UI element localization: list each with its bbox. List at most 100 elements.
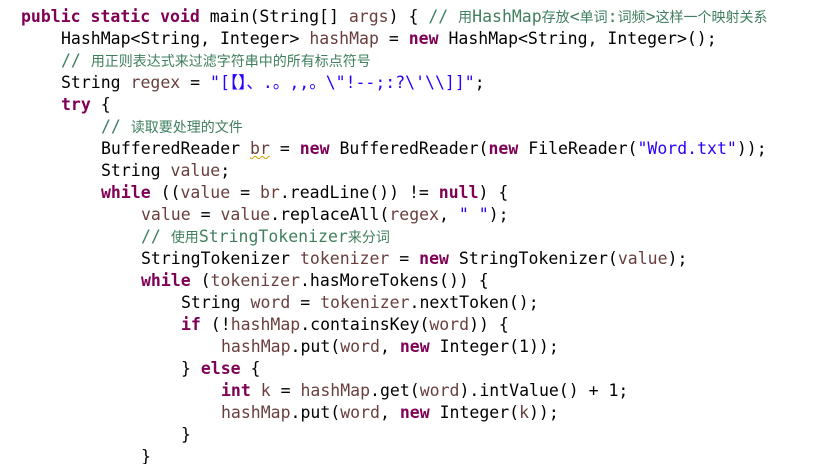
- code-text: .containsKey(: [300, 315, 430, 334]
- code-text: )) {: [469, 315, 509, 334]
- code-text: FileReader(: [518, 139, 638, 158]
- identifier: hashMap: [221, 403, 291, 422]
- code-text: }: [141, 447, 151, 464]
- code-text: HashMap<String, Integer>: [61, 29, 310, 48]
- code-comment: // 读取要处理的文件: [101, 117, 243, 136]
- identifier: br: [259, 183, 280, 202]
- code-text: ) {: [388, 7, 429, 26]
- code-comment: // 使用StringTokenizer来分词: [141, 227, 390, 246]
- identifier: value: [180, 183, 231, 202]
- code-text: =: [290, 293, 321, 312]
- identifier: word: [419, 381, 460, 400]
- string-literal: "Word.txt": [637, 139, 737, 158]
- code-text: ((: [150, 183, 181, 202]
- code-text: =: [180, 73, 211, 92]
- code-text: {: [90, 95, 111, 114]
- code-comment: // 用HashMap存放<单词:词频>这样一个映射关系: [428, 7, 768, 26]
- keyword-token: new: [488, 139, 519, 158]
- keyword-token: new: [408, 29, 439, 48]
- identifier: value: [220, 205, 271, 224]
- keyword-token: while: [101, 183, 151, 202]
- code-line[interactable]: String regex = "[【】、.。,,。\"!--;:?\'\\]]"…: [61, 72, 485, 94]
- code-text: );: [488, 205, 509, 224]
- code-line[interactable]: String word = tokenizer.nextToken();: [181, 292, 539, 314]
- code-line[interactable]: BufferedReader br = new BufferedReader(n…: [101, 138, 767, 160]
- code-text: .hasMoreTokens()) {: [299, 271, 489, 290]
- identifier: word: [429, 315, 470, 334]
- code-text: String: [61, 73, 131, 92]
- identifier-warning: br: [250, 139, 270, 158]
- identifier: k: [519, 403, 529, 422]
- code-comment: // 用正则表达式来过滤字符串中的所有标点符号: [61, 51, 371, 70]
- identifier: args: [348, 7, 389, 26]
- code-line[interactable]: if (!hashMap.containsKey(word)) {: [181, 314, 509, 336]
- code-text: ;: [474, 73, 485, 92]
- code-text: main(String[]: [199, 7, 349, 26]
- code-text: ,: [439, 205, 459, 224]
- keyword-token: else: [200, 359, 241, 378]
- keyword-token: new: [399, 403, 430, 422]
- code-line[interactable]: hashMap.put(word, new Integer(1));: [221, 336, 559, 358]
- code-line[interactable]: } else {: [181, 358, 261, 380]
- keyword-token: if: [181, 315, 201, 334]
- code-text: ,: [379, 403, 400, 422]
- code-text: ) {: [478, 183, 509, 202]
- code-text: (!: [200, 315, 231, 334]
- identifier: hashMap: [309, 29, 379, 48]
- code-text: .replaceAll(: [270, 205, 390, 224]
- code-text: StringTokenizer: [141, 249, 300, 268]
- code-text: ,: [379, 337, 400, 356]
- code-text: [251, 381, 261, 400]
- code-line[interactable]: value = value.replaceAll(regex, " ");: [141, 204, 509, 226]
- code-text: }: [181, 359, 201, 378]
- code-text: Integer(: [429, 403, 520, 422]
- code-line[interactable]: HashMap<String, Integer> hashMap = new H…: [61, 28, 717, 50]
- identifier: hashMap: [230, 315, 301, 334]
- code-line[interactable]: // 使用StringTokenizer来分词: [141, 226, 390, 248]
- code-text: BufferedReader: [101, 139, 251, 158]
- code-line[interactable]: public static void main(String[] args) {…: [21, 6, 768, 28]
- code-text: }: [181, 425, 191, 444]
- code-text: .put(: [290, 403, 341, 422]
- code-line[interactable]: while ((value = br.readLine()) != null) …: [101, 182, 508, 204]
- code-text: .readLine()) !=: [279, 183, 439, 202]
- code-text: =: [190, 205, 221, 224]
- identifier: tokenizer: [210, 271, 300, 290]
- code-line[interactable]: while (tokenizer.hasMoreTokens()) {: [141, 270, 489, 292]
- code-line[interactable]: // 读取要处理的文件: [101, 116, 243, 138]
- keyword-token: new: [399, 337, 430, 356]
- identifier: hashMap: [300, 381, 371, 400]
- identifier: k: [260, 381, 271, 400]
- code-line[interactable]: StringTokenizer tokenizer = new StringTo…: [141, 248, 687, 270]
- code-line[interactable]: String value;: [101, 160, 230, 182]
- code-text: =: [389, 249, 420, 268]
- code-text: ).intValue() + 1;: [459, 381, 629, 400]
- code-line[interactable]: }: [141, 446, 151, 464]
- code-line[interactable]: int k = hashMap.get(word).intValue() + 1…: [221, 380, 628, 402]
- identifier: value: [170, 161, 221, 180]
- code-text: Integer(1));: [429, 337, 559, 356]
- code-text: ));: [529, 403, 559, 422]
- code-line[interactable]: }: [181, 424, 191, 446]
- code-text: String: [181, 293, 251, 312]
- identifier: tokenizer: [320, 293, 410, 312]
- code-line[interactable]: try {: [61, 94, 111, 116]
- code-line[interactable]: hashMap.put(word, new Integer(k));: [221, 402, 559, 424]
- identifier: word: [250, 293, 291, 312]
- code-text: (: [190, 271, 211, 290]
- code-line[interactable]: // 用正则表达式来过滤字符串中的所有标点符号: [61, 50, 371, 72]
- string-literal: "[【】、.。,,。\"!--;:?\'\\]]": [210, 73, 475, 92]
- code-text: =: [270, 381, 301, 400]
- code-text: .put(: [290, 337, 341, 356]
- string-literal: " ": [458, 205, 489, 224]
- identifier: regex: [389, 205, 440, 224]
- code-text: ;: [220, 161, 231, 180]
- code-text: .get(: [370, 381, 420, 400]
- keyword-token: try: [61, 95, 91, 114]
- code-text: );: [667, 249, 688, 268]
- identifier: hashMap: [221, 337, 291, 356]
- code-text: BufferedReader(: [329, 139, 489, 158]
- keyword-token: new: [299, 139, 330, 158]
- keyword-token: public static void: [21, 7, 200, 26]
